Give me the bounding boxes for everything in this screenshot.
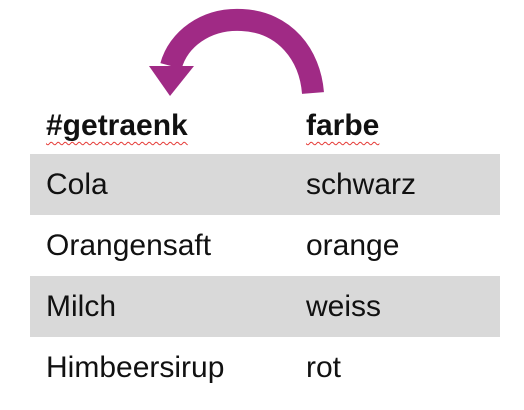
table-row: Himbeersirup rot xyxy=(30,337,500,398)
cell-farbe: weiss xyxy=(306,289,382,323)
cell-farbe: schwarz xyxy=(306,167,417,201)
table-row: Cola schwarz xyxy=(30,154,500,215)
cell-getraenk: Cola xyxy=(46,167,108,201)
cell-farbe: orange xyxy=(306,228,400,262)
cell-farbe: rot xyxy=(306,350,342,384)
cell-getraenk: Milch xyxy=(46,289,117,323)
table-header-row: #getraenk farbe xyxy=(30,98,500,154)
table-row: Orangensaft orange xyxy=(30,215,500,276)
header-getraenk: #getraenk xyxy=(46,109,188,142)
table-row: Milch weiss xyxy=(30,276,500,337)
header-farbe: farbe xyxy=(306,109,380,142)
beverage-table: #getraenk farbe Cola schwarz Orangensaft… xyxy=(30,98,500,398)
cell-getraenk: Orangensaft xyxy=(46,228,212,262)
cell-getraenk: Himbeersirup xyxy=(46,350,225,384)
